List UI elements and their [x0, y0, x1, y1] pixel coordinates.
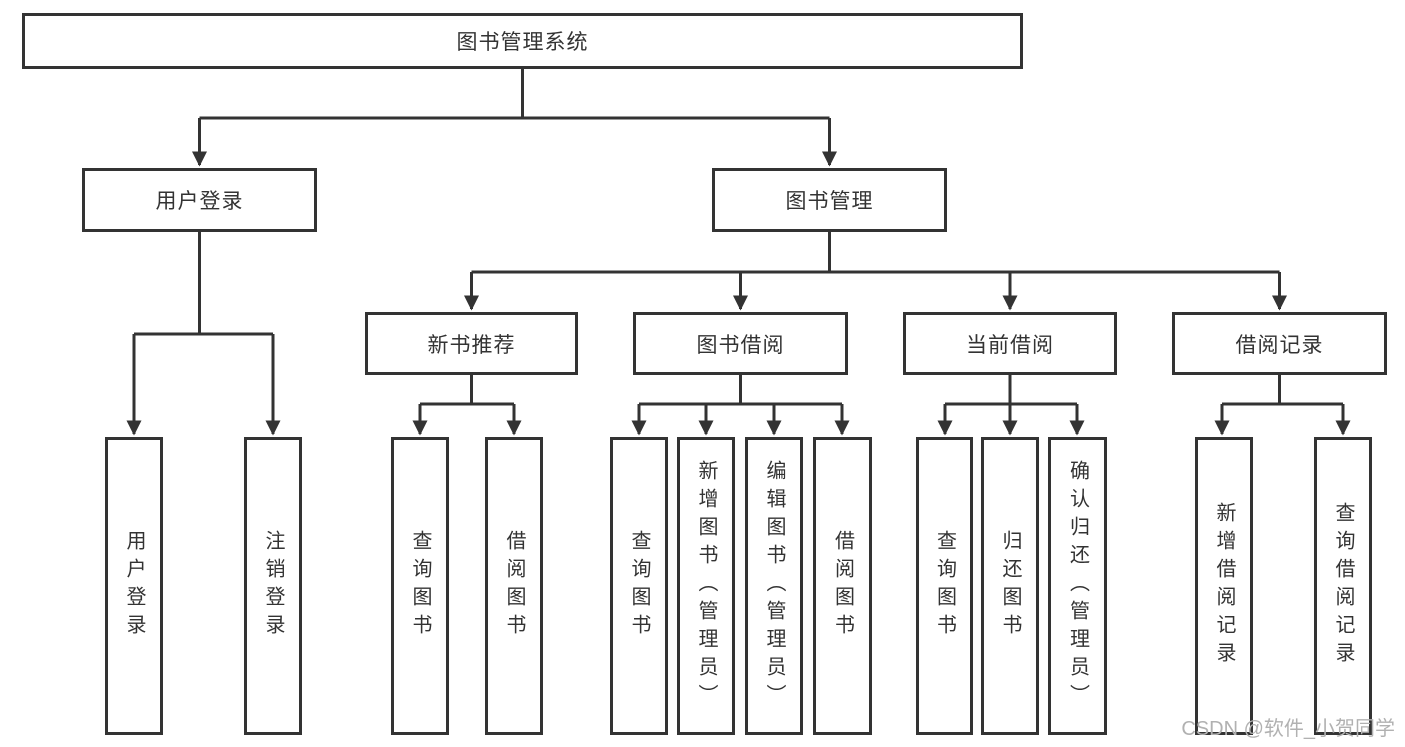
leaf-query-books-recommend-label: 查询图书	[409, 530, 431, 642]
leaf-add-borrow-record: 新增借阅记录	[1195, 437, 1253, 735]
leaf-query-books-current-label: 查询图书	[933, 530, 956, 642]
node-user-login-branch-label: 用户登录	[155, 190, 244, 213]
node-borrowing-records-label: 借阅记录	[1235, 333, 1324, 357]
leaf-query-books-borrowing: 查询图书	[610, 437, 668, 735]
leaf-query-borrow-record: 查询借阅记录	[1314, 437, 1372, 735]
node-new-book-recommend: 新书推荐	[365, 312, 578, 375]
leaf-borrow-books-borrowing-label: 借阅图书	[831, 530, 854, 642]
node-book-borrowing-label: 图书借阅	[696, 333, 785, 357]
node-current-borrowing: 当前借阅	[903, 312, 1117, 375]
leaf-confirm-return-admin: 确认归还（管理员）	[1048, 437, 1107, 735]
leaf-query-books-recommend: 查询图书	[391, 437, 449, 735]
leaf-borrow-books-recommend: 借阅图书	[485, 437, 543, 735]
node-user-login-branch: 用户登录	[82, 168, 317, 232]
leaf-query-books-current: 查询图书	[916, 437, 973, 735]
node-book-management-branch: 图书管理	[712, 168, 947, 232]
leaf-return-books-label: 归还图书	[999, 530, 1021, 642]
leaf-confirm-return-admin-label: 确认归还（管理员）	[1066, 460, 1089, 712]
csdn-watermark: CSDN @软件_小贺同学	[1181, 718, 1395, 740]
node-book-management-branch-label: 图书管理	[785, 190, 874, 213]
leaf-borrow-books-borrowing: 借阅图书	[813, 437, 872, 735]
node-current-borrowing-label: 当前借阅	[966, 333, 1054, 357]
leaf-add-book-admin-label: 新增图书（管理员）	[695, 460, 717, 712]
node-root-system: 图书管理系统	[22, 13, 1023, 69]
leaf-edit-book-admin-label: 编辑图书（管理员）	[763, 460, 785, 712]
leaf-user-login: 用户登录	[105, 437, 163, 735]
leaf-add-borrow-record-label: 新增借阅记录	[1213, 502, 1235, 670]
node-new-book-recommend-label: 新书推荐	[427, 333, 516, 357]
leaf-query-borrow-record-label: 查询借阅记录	[1332, 502, 1354, 670]
node-book-borrowing: 图书借阅	[633, 312, 848, 375]
leaf-borrow-books-recommend-label: 借阅图书	[503, 530, 525, 642]
leaf-query-books-borrowing-label: 查询图书	[628, 530, 650, 642]
leaf-edit-book-admin: 编辑图书（管理员）	[745, 437, 803, 735]
leaf-user-login-label: 用户登录	[123, 530, 145, 642]
node-borrowing-records: 借阅记录	[1172, 312, 1387, 375]
node-root-system-label: 图书管理系统	[456, 31, 589, 54]
leaf-add-book-admin: 新增图书（管理员）	[677, 437, 735, 735]
leaf-return-books: 归还图书	[981, 437, 1039, 735]
leaf-logout: 注销登录	[244, 437, 302, 735]
leaf-logout-label: 注销登录	[262, 530, 284, 642]
